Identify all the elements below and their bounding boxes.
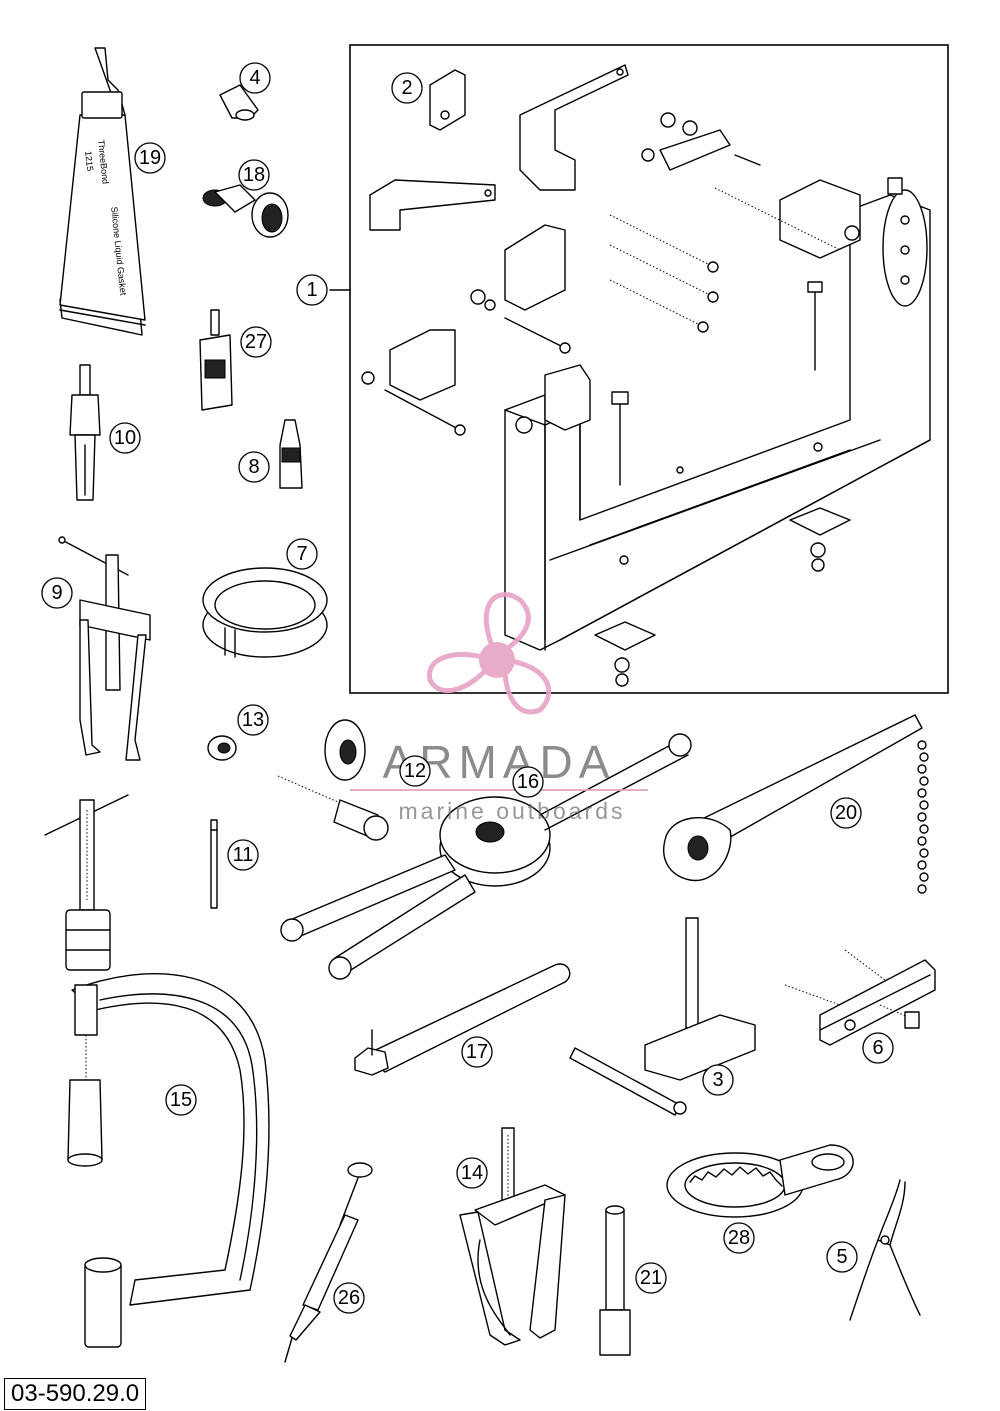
svg-text:19: 19 [139,147,161,169]
sealant-tube-19: ThreeBond 1215 Silicone Liquid Gasket [59,47,146,336]
armada-logo [427,592,552,715]
stand-bolts [361,112,851,687]
bearing-bolt-12 [277,719,389,841]
callout-8: 8 [238,451,270,483]
svg-text:5: 5 [836,1246,847,1268]
svg-text:21: 21 [640,1267,662,1289]
callout-12: 12 [399,755,431,787]
svg-text:10: 10 [114,427,136,449]
bushing-13 [207,735,237,761]
svg-text:7: 7 [296,543,307,565]
svg-text:2: 2 [401,77,412,99]
callout-5: 5 [826,1241,858,1273]
diagram-code-label: 03-590.29.0 [4,1378,147,1410]
svg-text:4: 4 [249,67,260,89]
valve-spring-compressor-15 [44,794,270,1348]
callout-13: 13 [237,704,269,736]
crankshaft-tool-3 [569,917,756,1116]
callout-18: 18 [238,159,270,191]
callout-20: 20 [830,797,862,829]
watermark-tagline: marine outboards [399,798,626,824]
svg-text:11: 11 [233,844,254,866]
callout-28: 28 [723,1222,755,1254]
svg-text:14: 14 [461,1162,483,1184]
logo-propeller [427,592,552,715]
svg-text:27: 27 [245,331,267,353]
sprocket-holder-28 [666,1144,854,1218]
svg-text:6: 6 [872,1037,883,1059]
callout-1: 1 [296,274,328,306]
svg-text:20: 20 [835,802,857,824]
armada-watermark: ARMADA marine outboards [350,592,648,824]
callout-14: 14 [456,1157,488,1189]
puller-14 [459,1127,566,1346]
svg-text:8: 8 [248,456,259,478]
engine-stand-base [504,177,931,651]
socket-21 [599,1205,631,1356]
callout-16: 16 [512,766,544,798]
callout-19: 19 [134,142,166,174]
callout-10: 10 [109,422,141,454]
syringe-26 [284,1162,373,1363]
callout-7: 7 [286,538,318,570]
svg-text:28: 28 [728,1227,750,1249]
svg-text:17: 17 [466,1041,488,1063]
callout-4: 4 [239,62,271,94]
stand-brackets [369,64,629,431]
callout-27: 27 [240,326,272,358]
callout-26: 26 [333,1282,365,1314]
svg-text:9: 9 [51,582,62,604]
svg-text:16: 16 [517,771,539,793]
clamp-ring-7 [202,567,328,658]
bearing-tool-6 [784,949,936,1046]
tube-brand-text: ThreeBond [96,139,111,184]
adapter-18 [202,184,289,238]
svg-text:3: 3 [712,1069,723,1091]
callout-11: 11 [227,839,259,871]
callout-15: 15 [165,1084,197,1116]
gear-puller-9 [58,536,151,761]
callout-6: 6 [862,1032,894,1064]
plug-4 [219,84,259,121]
tube-code-text: 1215 [83,151,95,172]
callout-2: 2 [391,72,423,104]
svg-text:12: 12 [404,760,426,782]
svg-text:13: 13 [242,709,264,731]
svg-text:1: 1 [306,279,317,301]
svg-text:26: 26 [338,1287,360,1309]
callout-17: 17 [461,1036,493,1068]
svg-text:18: 18 [243,164,265,186]
chain-wrench-20 [663,714,929,894]
bracket-2 [429,69,466,131]
callout-21: 21 [635,1262,667,1294]
engine-stand-kit-frame [349,44,949,694]
snap-ring-pliers-5 [849,1179,921,1321]
svg-text:15: 15 [170,1089,192,1111]
slide-puller-10 [69,364,101,501]
callout-9: 9 [41,577,73,609]
holder-wrench-17 [354,963,571,1076]
flywheel-holder-16 [280,733,692,980]
pin-11 [210,819,218,909]
bottle-27 [199,309,233,411]
bottle-8 [279,419,303,489]
callout-3: 3 [702,1064,734,1096]
chain [917,740,929,894]
